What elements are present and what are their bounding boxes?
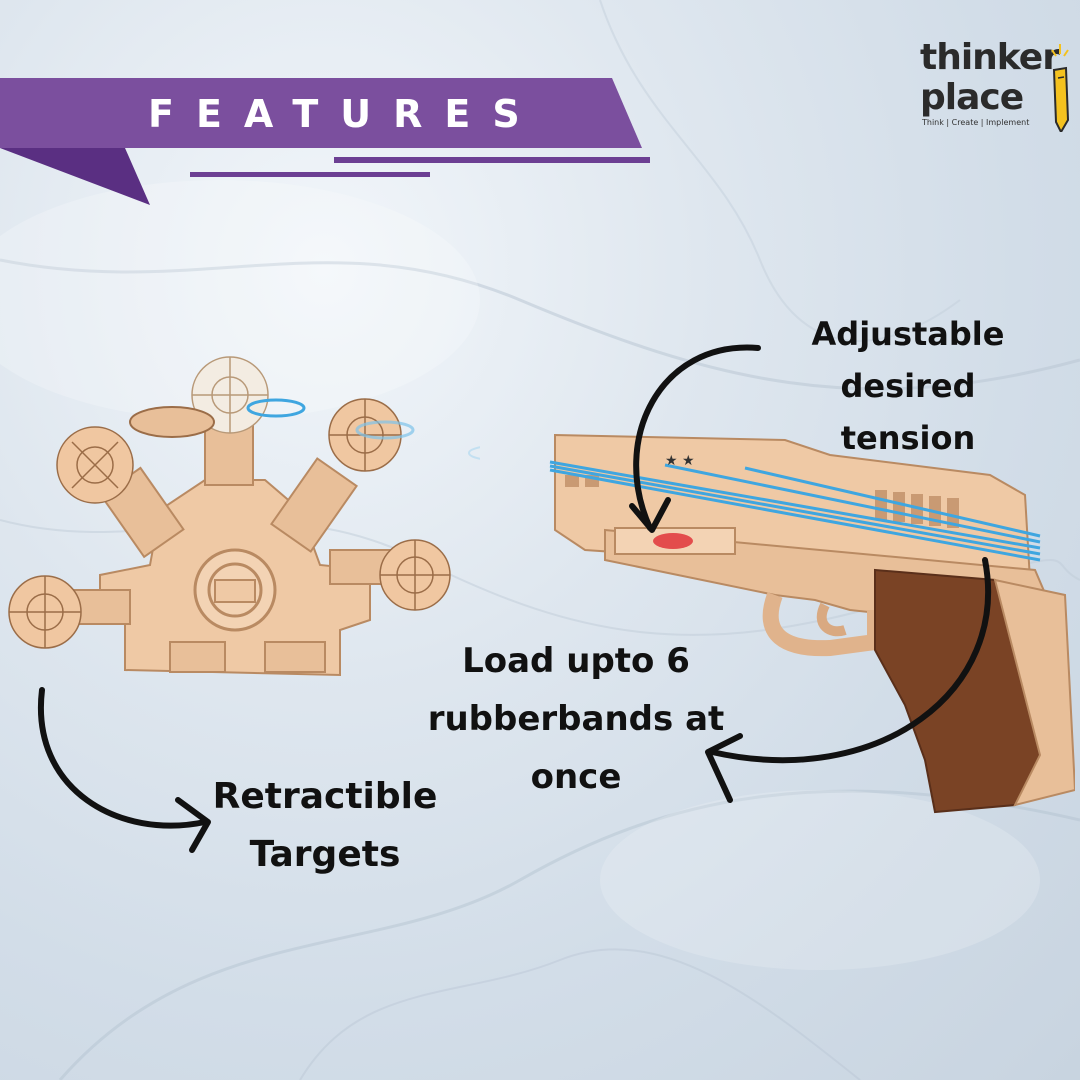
load-line-3: once [530, 757, 622, 797]
logo-word-thinker: thinker [920, 37, 1060, 78]
target-stand-illustration [8, 356, 480, 677]
target-left-top [56, 426, 134, 504]
target-left-bottom [8, 575, 82, 649]
pencil-icon [1051, 44, 1070, 132]
target-top-white [191, 356, 269, 434]
banner-ribbon [0, 78, 642, 148]
feature-targets-caption: Retractible Targets [200, 768, 450, 884]
logo-word-place: place [920, 77, 1024, 118]
logo-tagline: Think | Create | Implement [922, 118, 1030, 127]
targets-line-1: Retractible [212, 776, 438, 817]
load-line-2: rubberbands at [427, 699, 725, 739]
tension-line-1: Adjustable [811, 315, 1005, 353]
feature-load-caption: Load upto 6 rubberbands at once [416, 632, 736, 806]
banner-underline-bottom [190, 172, 430, 177]
target-right-bottom [379, 539, 451, 611]
brand-logo: thinker place Think | Create | Implement [920, 20, 1070, 140]
feature-tension-caption: Adjustable desired tension [770, 308, 1046, 464]
tension-line-2: desired tension [840, 367, 976, 457]
banner-fold [0, 148, 150, 205]
load-line-1: Load upto 6 [462, 641, 690, 681]
targets-line-2: Targets [249, 834, 401, 875]
features-banner [0, 78, 650, 205]
svg-text:★ ★: ★ ★ [665, 453, 695, 469]
banner-title: FEATURES [148, 92, 542, 136]
banner-underline-top [334, 157, 650, 163]
